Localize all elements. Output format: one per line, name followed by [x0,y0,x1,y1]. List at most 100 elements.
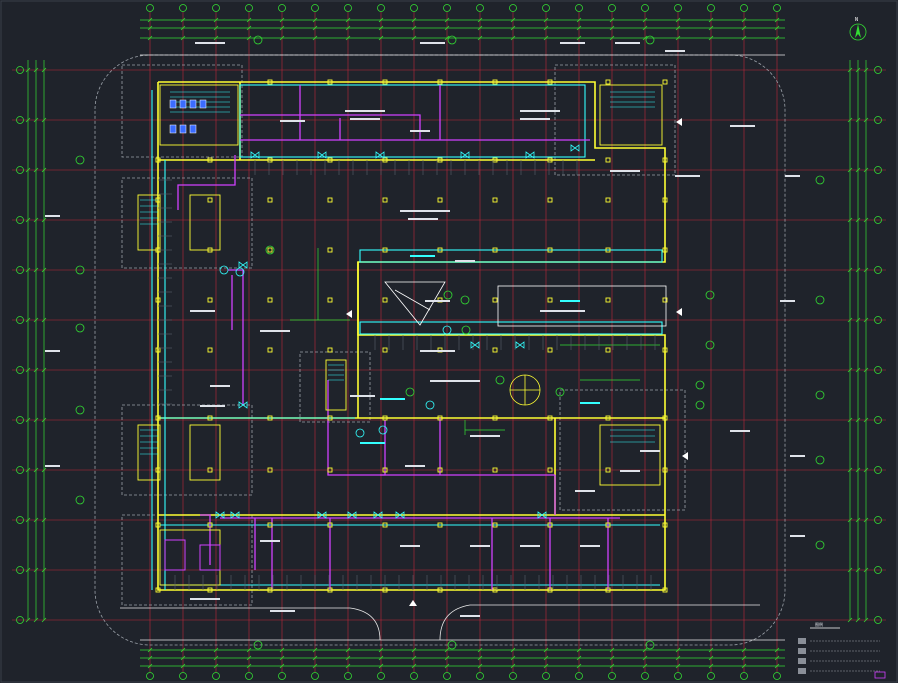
dim-tick [25,617,31,623]
grid-bubble [311,4,319,12]
dim-tick [741,35,747,41]
dim-tick [855,467,861,473]
dim-tick [41,517,47,523]
equipment-icon [425,400,435,410]
grid-bubble [16,166,24,174]
annotation-leaders [290,248,660,435]
column [207,522,213,528]
grid-bubble [75,495,85,505]
column [547,467,553,473]
dim-tick [33,467,39,473]
grid-bubble [874,366,882,374]
valve-icon [238,261,248,269]
column [437,467,443,473]
dim-tick [675,647,681,653]
dim-tick [847,417,853,423]
dim-tick [33,317,39,323]
turntable [509,374,541,406]
dim-tick [477,655,483,661]
dim-tick [41,367,47,373]
column [662,467,668,473]
grid-bubble [874,316,882,324]
dim-tick [33,167,39,173]
dim-tick [543,663,549,669]
dim-tick [609,35,615,41]
site-boundary [120,54,785,641]
annotation-text-mark [350,395,375,397]
grid-bubble [555,387,565,397]
column [382,247,388,253]
annotation-text-mark [420,42,445,44]
dim-tick [863,167,869,173]
annotation-text-mark [470,435,500,437]
dim-tick [774,17,780,23]
annotation-text-mark [460,615,480,617]
column [605,297,611,303]
annotation-text-mark [620,470,640,472]
column [605,522,611,528]
column [155,467,161,473]
dim-tick [312,647,318,653]
dim-tick [855,167,861,173]
dim-tick [180,655,186,661]
grid-bubble [146,4,154,12]
dim-tick [25,217,31,223]
dim-tick [444,35,450,41]
grid-bubble [344,4,352,12]
annotation-text-mark [730,430,750,432]
dim-tick [847,467,853,473]
grid-bubble [410,4,418,12]
grid-bubble [377,672,385,680]
dim-tick [855,67,861,73]
dim-tick [33,567,39,573]
dim-tick [312,35,318,41]
column [492,197,498,203]
hvac-ducts [151,84,663,590]
column [437,197,443,203]
dim-tick [847,167,853,173]
dim-tick [312,17,318,23]
dim-tick [863,417,869,423]
annotation-text-mark [460,380,480,382]
dim-tick [25,317,31,323]
annotation-text-mark [520,110,560,112]
dim-tick [855,417,861,423]
column [605,157,611,163]
dim-tick [279,647,285,653]
annotation-text-mark [470,545,490,547]
dim-tick [147,663,153,669]
grid-bubble [874,266,882,274]
column [327,247,333,253]
grid-bubble [278,672,286,680]
dim-tick [774,647,780,653]
dim-tick [180,25,186,31]
column [547,197,553,203]
equipment-icon [235,267,245,277]
dim-tick [25,467,31,473]
dim-tick [213,25,219,31]
grid-bubble [460,295,470,305]
dim-tick [41,267,47,273]
column [382,522,388,528]
dim-tick [378,663,384,669]
dim-tick [378,17,384,23]
dim-tick [180,647,186,653]
dim-tick [708,663,714,669]
dim-tick [345,663,351,669]
dim-tick [543,25,549,31]
dim-tick [609,663,615,669]
annotation-text-mark [210,385,230,387]
dim-tick [33,367,39,373]
grid-bubble [16,616,24,624]
annotation-text-mark [425,300,450,302]
dim-tick [863,267,869,273]
dim-tick [213,655,219,661]
dim-tick [345,647,351,653]
annotation-text-mark [560,300,580,302]
dim-tick [863,317,869,323]
annotation-text-mark [420,350,455,352]
grid-bubble [509,672,517,680]
legend-swatch-3 [798,658,806,664]
annotation-text-mark [610,170,640,172]
column [155,587,161,593]
